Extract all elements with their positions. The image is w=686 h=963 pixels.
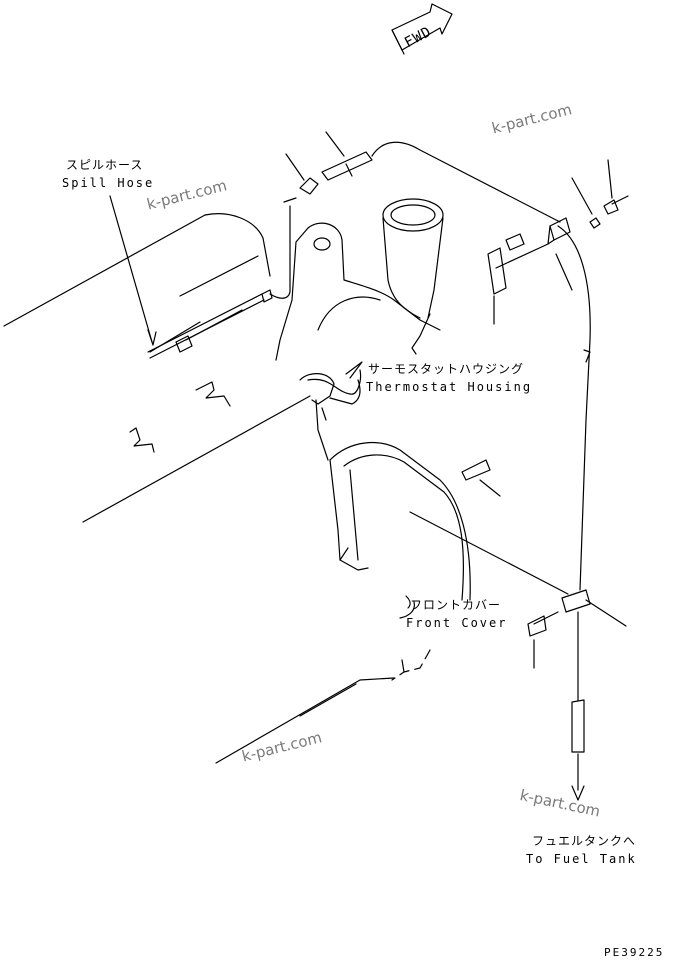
front-cover-label-en: Front Cover	[406, 616, 508, 630]
spill-hose-shape	[147, 197, 297, 359]
spill-hose-label-en: Spill Hose	[62, 176, 155, 190]
fuel-tank-label-en: To Fuel Tank	[526, 852, 637, 866]
hose-clip-upper	[487, 195, 629, 295]
thermostat-housing-label-en: Thermostat Housing	[366, 380, 533, 394]
leader-lines	[109, 131, 613, 619]
front-cover-label-jp: フロントカバー	[410, 598, 502, 612]
part-code: PE39225	[604, 946, 665, 959]
front-cover-shape	[329, 441, 471, 681]
fuel-tank-label-jp: フュエルタンクへ	[532, 834, 637, 848]
spill-hose-label-jp: スピルホース	[66, 158, 144, 172]
fuel-line-lower	[527, 589, 627, 801]
fwd-arrow-icon	[391, 3, 453, 55]
thermostat-housing-label-jp: サーモスタットハウジング	[368, 362, 525, 376]
thermostat-housing-shape	[275, 198, 444, 461]
engine-block	[3, 213, 395, 764]
